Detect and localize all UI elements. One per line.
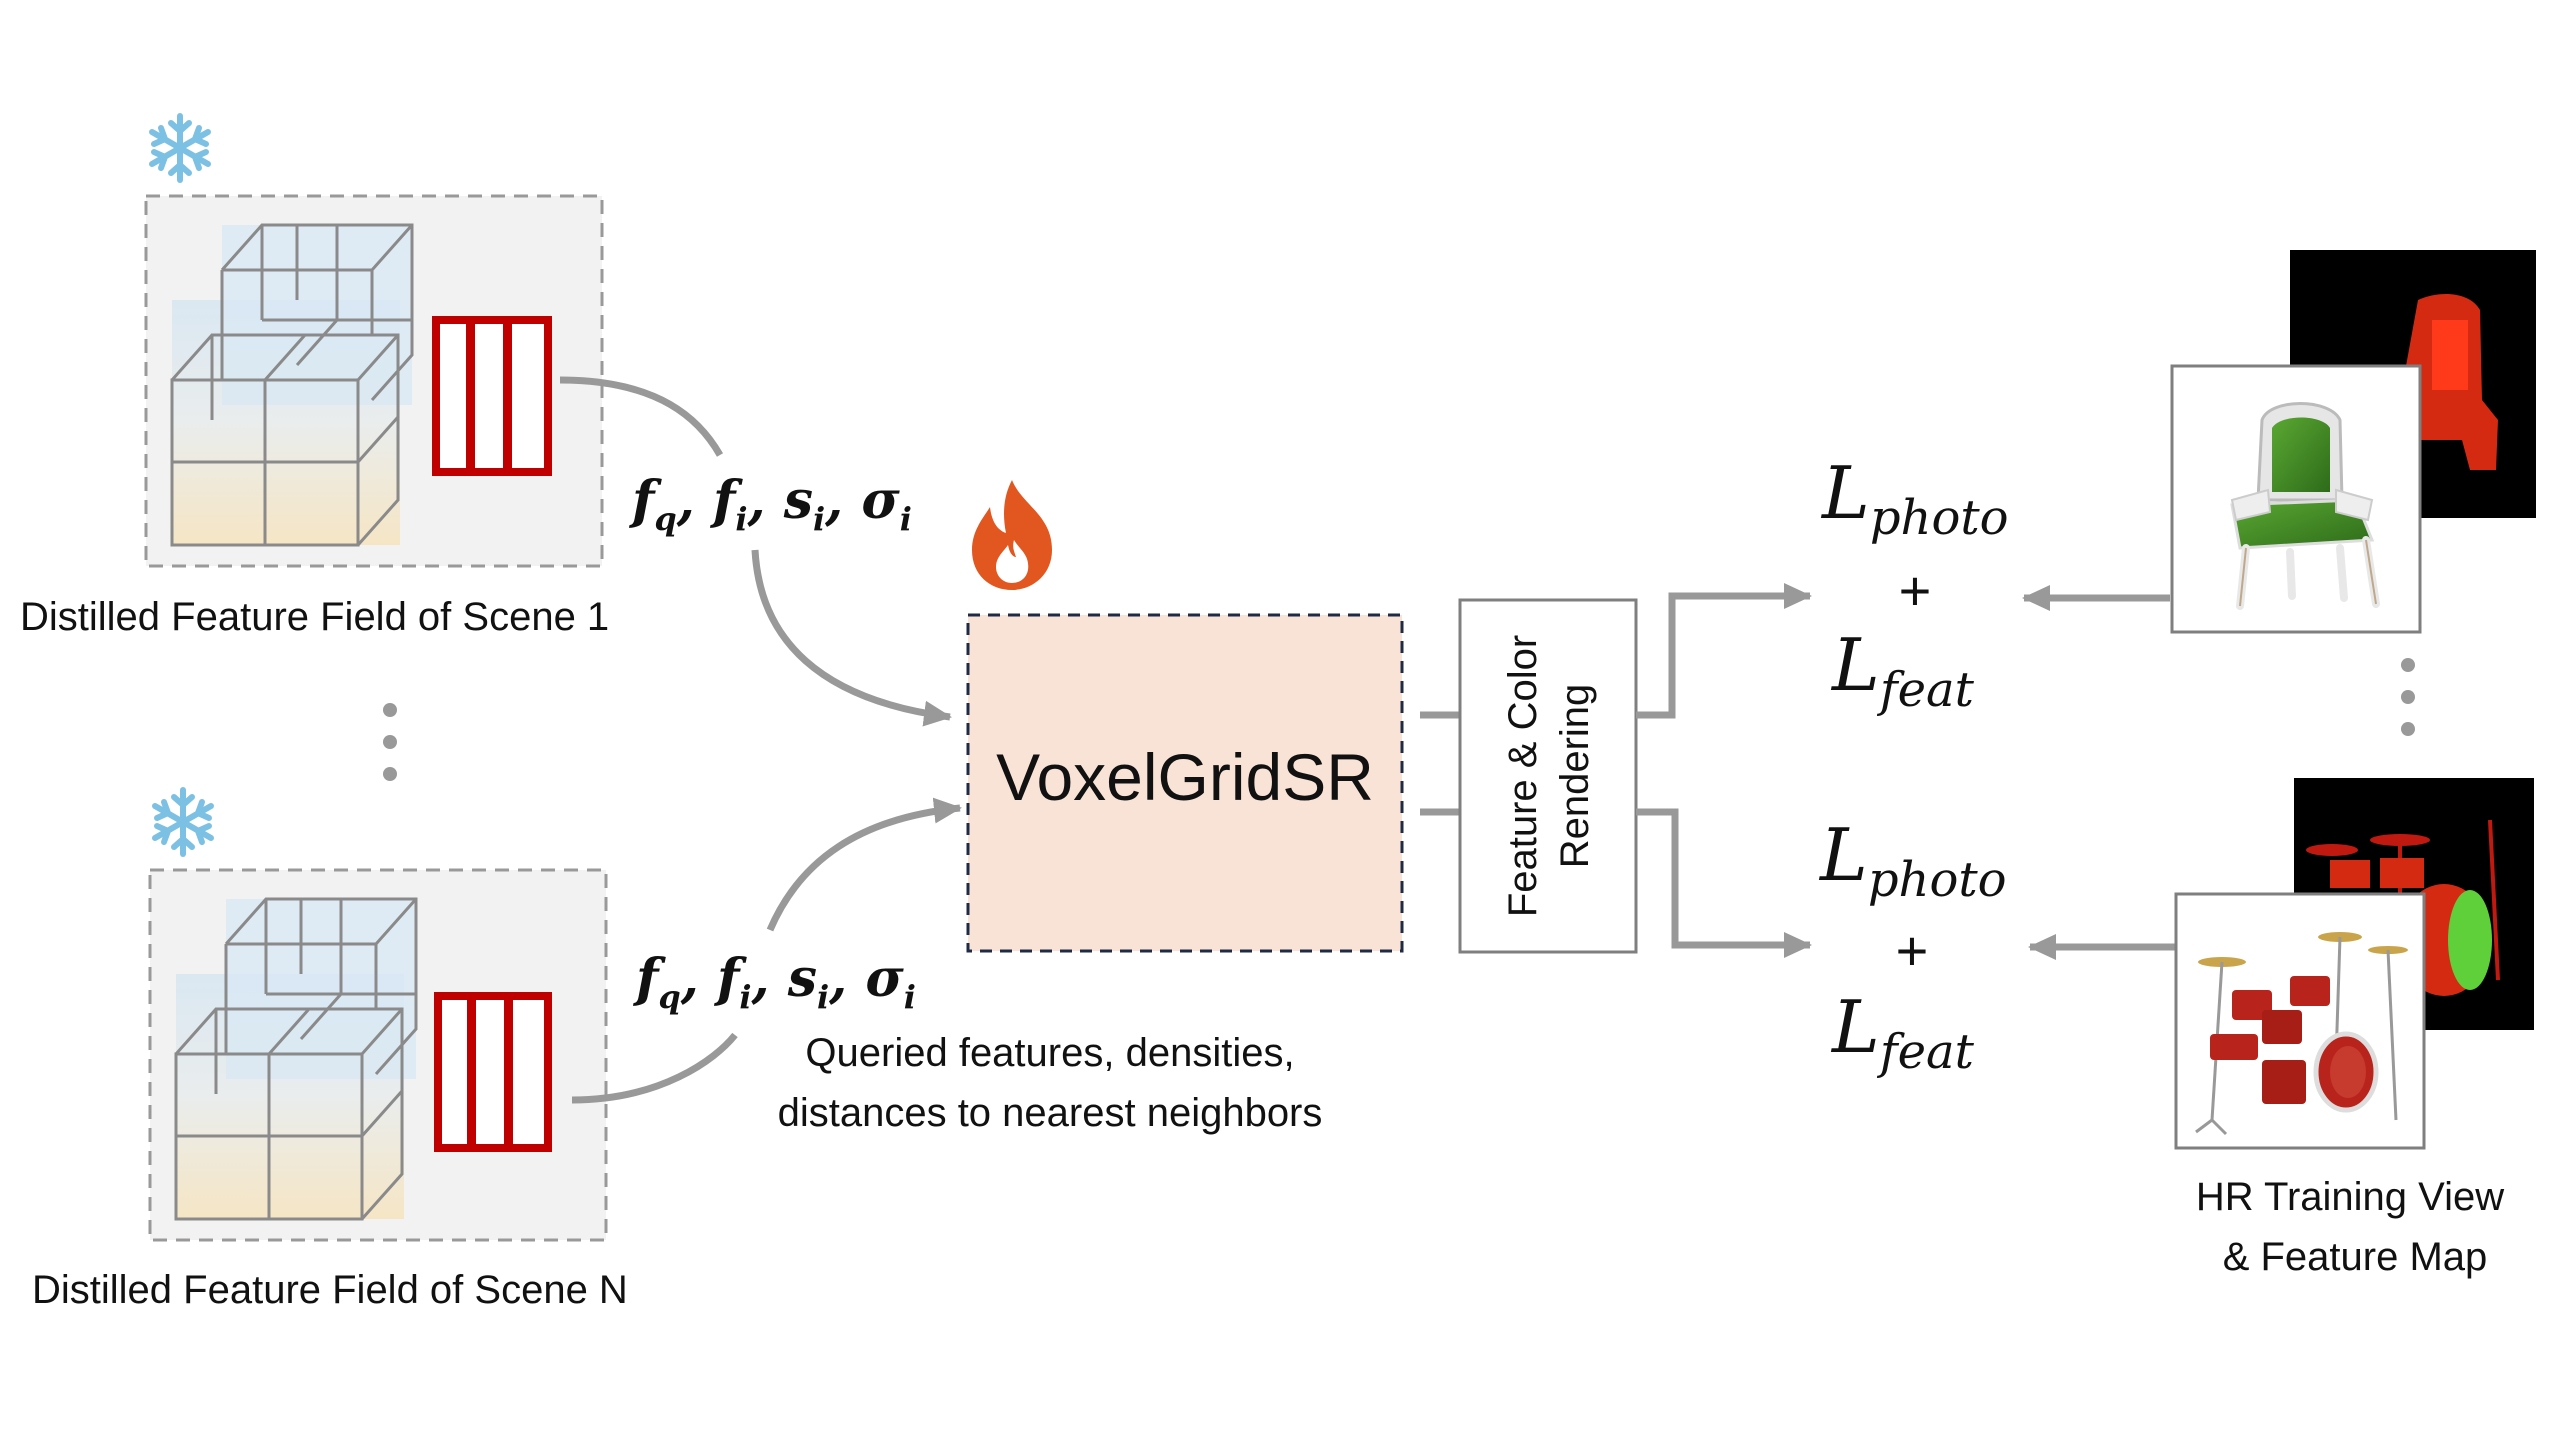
svg-text:Lfeat: Lfeat — [1830, 985, 1975, 1080]
loss-top: Lphoto + Lfeat — [1820, 451, 2009, 718]
scene-1-caption: Distilled Feature Field of Scene 1 — [20, 595, 609, 639]
chair-training-view — [2170, 364, 2422, 634]
scene-n-voxel-grid — [174, 897, 418, 1221]
right-caption-line-2: & Feature Map — [2223, 1235, 2488, 1279]
loss-bottom: Lphoto + Lfeat — [1818, 813, 2007, 1080]
rendering-box — [1458, 598, 1638, 954]
right-caption-line-1: HR Training View — [2196, 1175, 2504, 1219]
right-ellipsis — [2401, 658, 2415, 736]
svg-text:+: + — [1899, 559, 1932, 622]
fire-icon — [972, 480, 1052, 590]
arrow-render-to-loss-top — [1636, 583, 1812, 719]
query-label-bottom: fq, fi, si, σi — [632, 948, 916, 1016]
svg-text:Lfeat: Lfeat — [1830, 623, 1975, 718]
scene-ellipsis — [383, 703, 397, 781]
svg-text:Lphoto: Lphoto — [1818, 813, 2007, 908]
scene-1-feature-vector — [432, 316, 552, 476]
query-label-top: fq, fi, si, σi — [628, 470, 912, 538]
voxelgridsr-box — [966, 613, 1404, 953]
arrow-query-bottom-to-model — [766, 797, 962, 932]
arrow-query-top-to-model — [751, 549, 952, 727]
rendering-label-line-2: Rendering — [1553, 684, 1597, 869]
rendering-label-line-1: Feature & Color — [1501, 635, 1545, 917]
voxelgridsr-label: VoxelGridSR — [996, 740, 1374, 814]
drums-training-view — [2174, 892, 2426, 1150]
query-caption-line-2: distances to nearest neighbors — [778, 1091, 1323, 1135]
scene-n-caption: Distilled Feature Field of Scene N — [32, 1268, 628, 1312]
svg-text:fq, fi, si, σi: fq, fi, si, σi — [628, 470, 912, 538]
svg-text:+: + — [1896, 919, 1929, 982]
arrow-render-to-loss-bottom — [1636, 808, 1812, 958]
arrow-scene-n-to-query — [571, 1032, 738, 1104]
scene-n-group: Distilled Feature Field of Scene N — [32, 787, 628, 1312]
scene-1-voxel-grid — [170, 223, 414, 547]
svg-text:fq, fi, si, σi: fq, fi, si, σi — [632, 948, 916, 1016]
query-caption-line-1: Queried features, densities, — [805, 1031, 1294, 1075]
scene-1-group: Distilled Feature Field of Scene 1 — [20, 113, 609, 639]
svg-text:Lphoto: Lphoto — [1820, 451, 2009, 546]
arrow-scene-1-to-model — [559, 376, 724, 457]
scene-n-feature-vector — [434, 992, 552, 1152]
snowflake-icon — [149, 113, 211, 183]
snowflake-icon — [152, 787, 214, 857]
